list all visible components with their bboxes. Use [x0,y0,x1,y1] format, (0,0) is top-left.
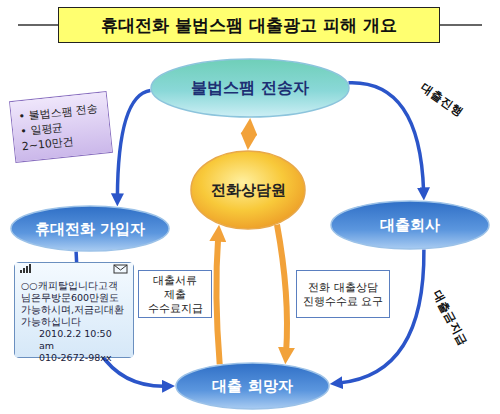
node-text: 대출서류 제출 수수료지급 [142,273,208,315]
phone-status-bar [14,262,134,276]
lender-ellipse: 대출회사 [330,200,490,250]
ellipse-shape [331,201,489,249]
box-fill-rect [10,92,112,162]
flow-arrow [246,130,253,138]
counselor-circle: 전화상담원 [190,150,306,230]
node-text: 전화 대출상담 진행수수료 요구 [300,280,386,308]
title-rule-left [18,24,58,26]
node-text: 010-2672-98xx [39,352,112,364]
ellipse-shape [176,363,329,409]
subscriber-ellipse: 휴대전화 가입자 [10,205,170,252]
phone-screen: ○○캐피탈입니다고객 님은무방문600만원도 가능하시며,저금리대환 가능하십니… [14,262,134,358]
node-text: 전화상담원 [211,180,286,200]
sender-ellipse: 불법스팸 전송자 [150,58,350,118]
flow-arrow [117,91,150,198]
node-text: ○○캐피탈입니다고객 님은무방문600만원도 가능하시며,저금리대환 가능하십니… [21,280,129,328]
node-text: 불법스팸 전송자 [191,77,309,99]
node-text: 대출 희망자 [212,376,292,396]
flow-arrow [277,225,287,353]
title-rule-right [440,24,482,26]
node-text: 2010.2.2 10:50 am [39,328,129,352]
ellipse-shape [191,151,305,229]
label-box: 대출서류 제출 수수료지급 [138,270,212,318]
applicant-ellipse: 대출 희망자 [175,362,330,410]
ellipse-shape [151,59,349,117]
node-text: 휴대전화 가입자 [35,219,145,239]
label-box: 전화 대출상담 진행수수료 요구 [296,270,390,318]
title-box: 휴대전화 불법스팸 대출광고 피해 개요 [58,7,440,43]
edge-label: 대출금지급 [429,288,470,348]
flow-arrow [216,237,219,365]
box-fill-rect [15,263,133,357]
flow-arrow [349,83,424,192]
note-box: • 불법스팸 전송• 일평균 2~10만건 [9,91,113,163]
ellipse-shape [11,206,169,251]
edge-label: 대출진행 [418,80,466,120]
node-text: 대출회사 [380,215,440,235]
